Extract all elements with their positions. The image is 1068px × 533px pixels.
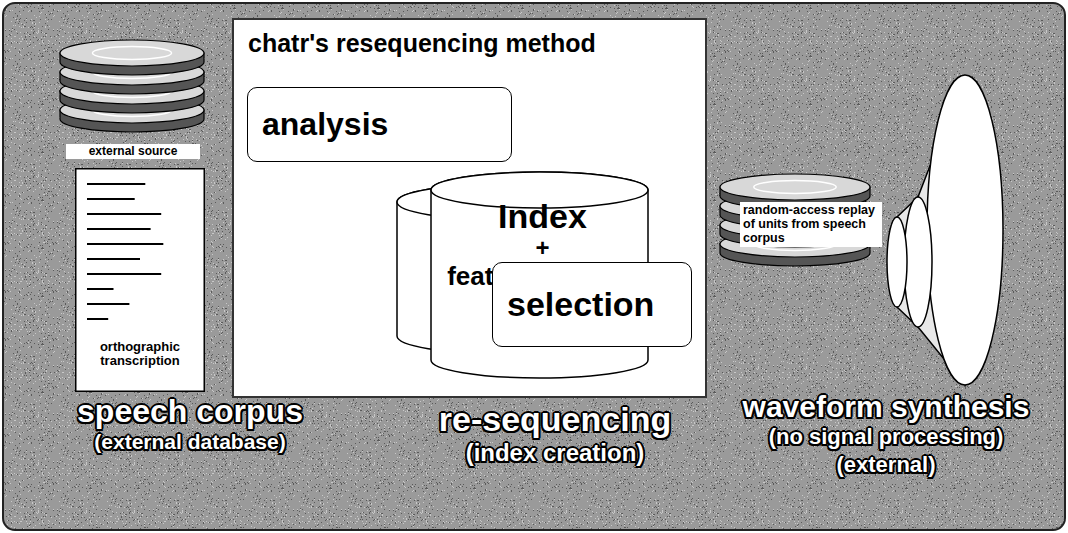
disk-stack-icon: random-access replay of units from speec…: [720, 172, 892, 282]
process-box: selection: [492, 262, 692, 347]
frame: [3, 3, 1065, 530]
region-subtitle: (external database): [94, 430, 285, 453]
disk-stack-icon: external source: [60, 38, 210, 166]
speaker-icon: [887, 75, 1003, 385]
method-panel: analysisIndex+feature weightsselectionch…: [232, 18, 707, 398]
region-subtitle: (external): [836, 453, 935, 477]
region-title: waveform synthesis: [743, 390, 1030, 423]
panel-title: chatr's resequencing method: [248, 30, 596, 58]
node-label: Index: [498, 198, 587, 235]
ground: [3, 3, 1065, 530]
region-subtitle: (no signal processing): [769, 425, 1004, 449]
node-label: external source: [66, 144, 200, 159]
node-label: analysis: [262, 107, 388, 142]
process-box: analysis: [247, 87, 512, 162]
node-label: random-access replay of units from speec…: [740, 202, 882, 247]
document-icon: orthographic transcription: [75, 168, 205, 392]
node-label: orthographic transcription: [83, 340, 197, 369]
region-title: re-sequencing: [439, 401, 671, 438]
region-subtitle: (index creation): [466, 440, 645, 466]
region-title: speech corpus: [77, 394, 303, 429]
node-label: +: [535, 235, 549, 261]
node-label: selection: [507, 286, 654, 323]
